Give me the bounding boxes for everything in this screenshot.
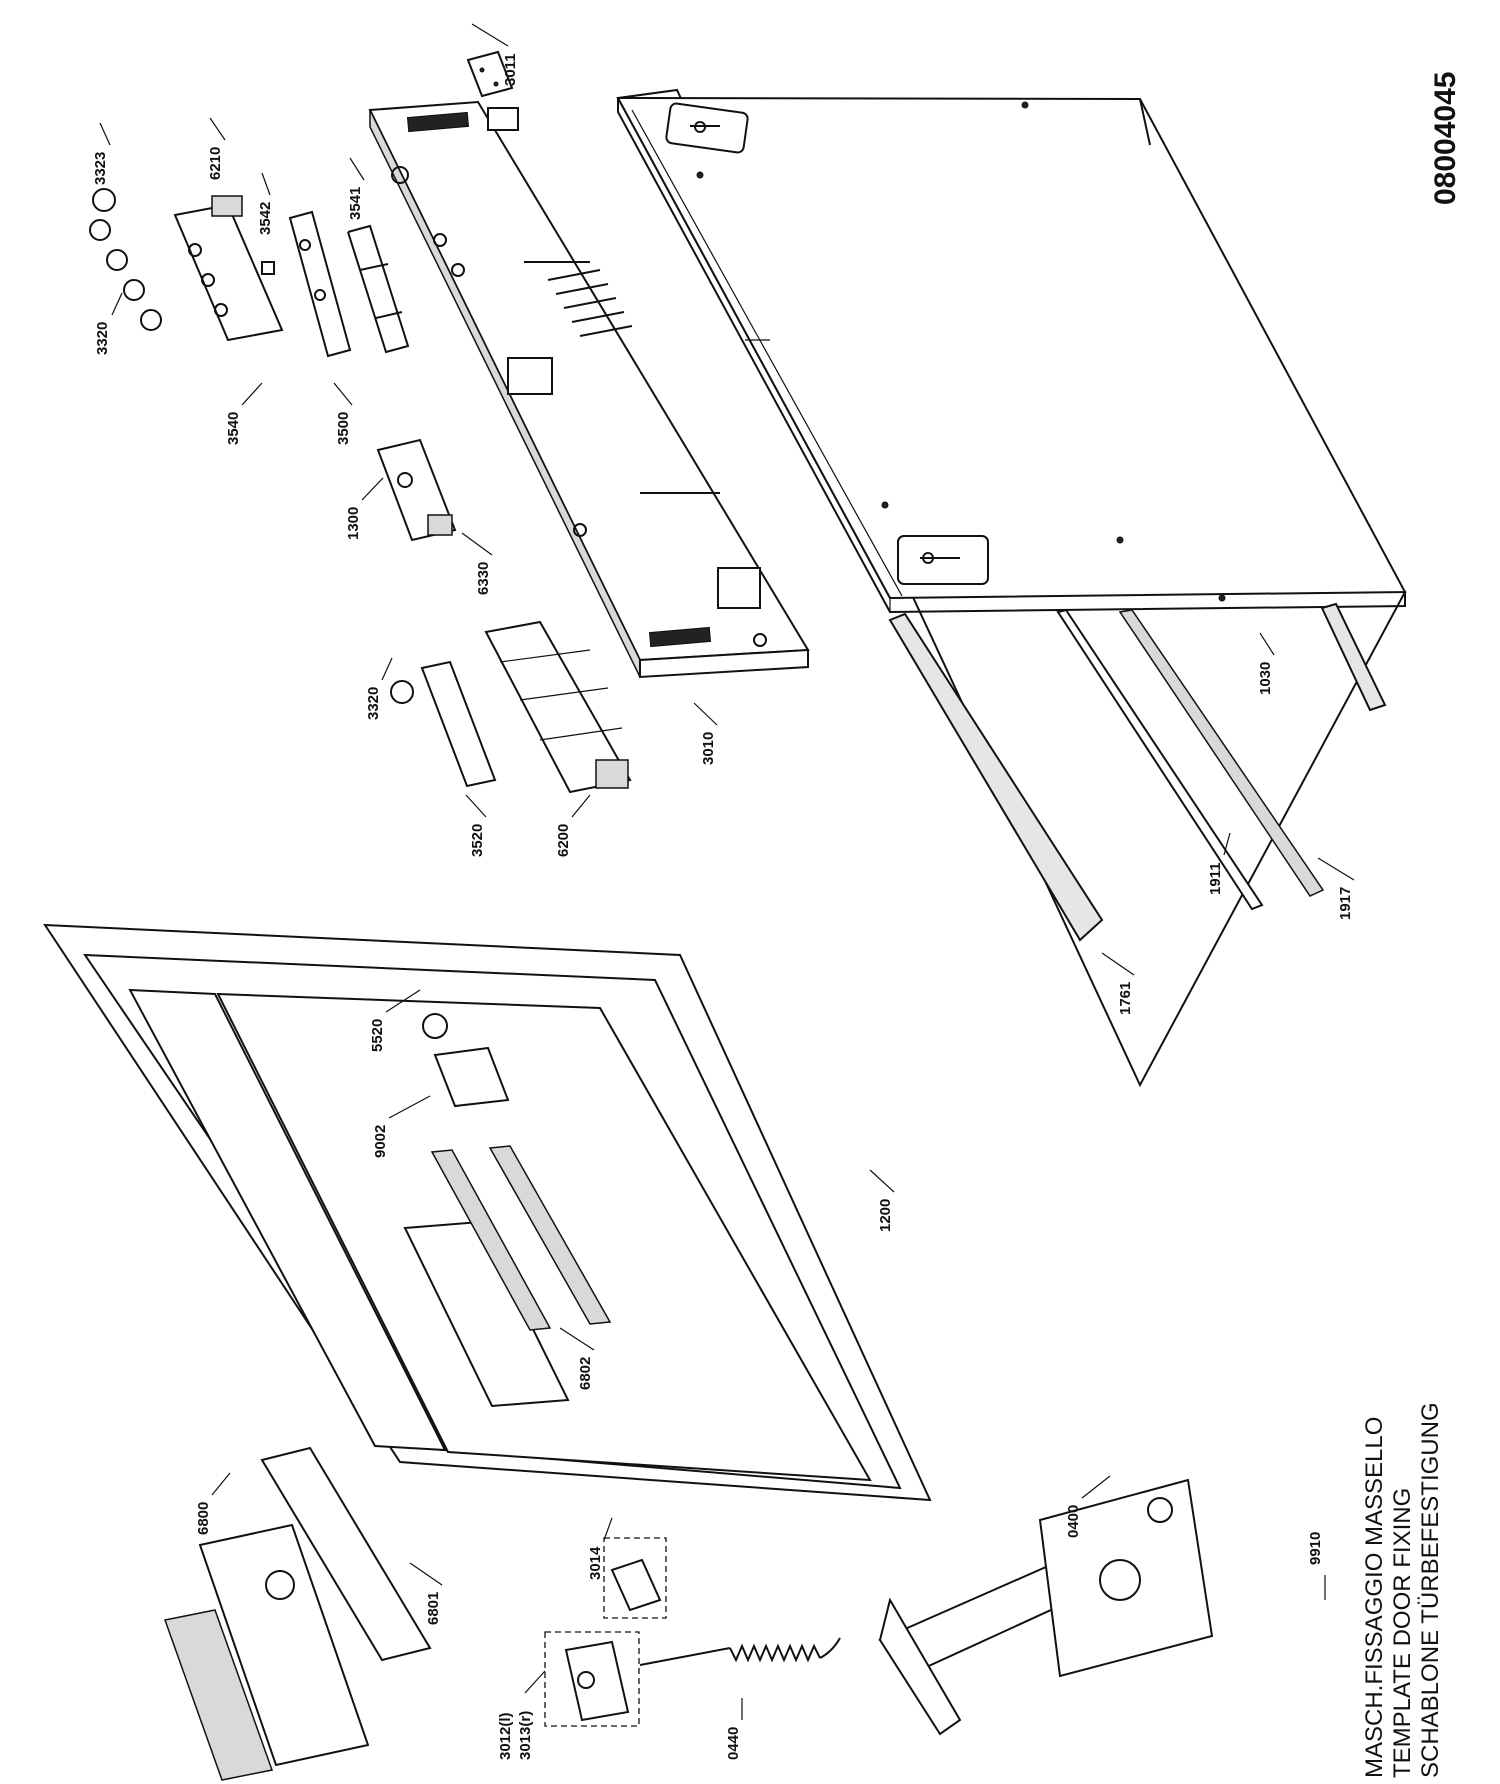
part-label-0440: 0440: [725, 1727, 742, 1760]
part-label-3010: 3010: [700, 732, 717, 765]
lever-3541: [347, 224, 410, 354]
leader-line-6800: [211, 1472, 231, 1496]
part-label-3500: 3500: [335, 412, 352, 445]
small-part-3542: [261, 261, 275, 275]
switch-board-3500: [288, 210, 352, 358]
part-label-0400: 0400: [1065, 1505, 1082, 1538]
rail-1911: [1056, 608, 1264, 911]
spring-0440: [639, 1637, 841, 1666]
part-label-9002: 9002: [372, 1125, 389, 1158]
leader-line-3013: [524, 1670, 546, 1694]
part-label-3323: 3323: [92, 152, 109, 185]
leader-line-5520: [385, 989, 421, 1013]
leader-line-6200: [571, 794, 591, 818]
part-labels: 3011 3323 6210 3542 3541 3320 3540 3500 1300 6330…: [92, 23, 1355, 1760]
part-label-6802: 6802: [577, 1357, 594, 1390]
part-label-3320b: 3320: [365, 687, 382, 720]
leader-line-6330: [461, 532, 493, 556]
dispenser-gasket-6801: [260, 1446, 432, 1662]
part-label-5520: 5520: [369, 1019, 386, 1052]
part-label-1917: 1917: [1337, 887, 1354, 920]
part-label-1030: 1030: [1257, 662, 1274, 695]
caption-line-1: MASCH.FISSAGGIO MASSELLO: [1361, 1417, 1388, 1778]
document-number: 08004045: [1429, 72, 1462, 205]
control-panel-frame: [368, 100, 810, 679]
part-label-3014: 3014: [587, 1546, 604, 1580]
rail-1917: [1118, 609, 1325, 897]
leader-line-1200: [869, 1169, 895, 1193]
leader-line-1917: [1317, 857, 1355, 881]
leader-line-1761: [1101, 952, 1135, 976]
control-unit-6210: [173, 195, 284, 342]
leader-line-3323: [99, 122, 111, 146]
inner-door: [43, 923, 932, 1502]
part-label-3320a: 3320: [94, 322, 111, 355]
part-label-3011: 3011: [502, 53, 519, 86]
foam-strip-1761: [888, 612, 1104, 942]
part-label-1300: 1300: [345, 507, 362, 540]
part-label-6330: 6330: [475, 562, 492, 595]
caption-9910: 9910 MASCH.FISSAGGIO MASSELLO TEMPLATE D…: [1307, 1402, 1444, 1778]
leader-line-6210: [209, 117, 226, 141]
caption-line-2: TEMPLATE DOOR FIXING: [1389, 1488, 1416, 1778]
detergent-dispenser-6800: [164, 1523, 370, 1781]
knob-set: [89, 188, 162, 331]
part-label-6200: 6200: [555, 824, 572, 857]
part-label-1761: 1761: [1117, 982, 1134, 1015]
top-plate: [466, 50, 514, 98]
part-label-6210: 6210: [207, 147, 224, 180]
part-label-1911: 1911: [1207, 862, 1224, 895]
electronic-module-6200: [484, 620, 632, 794]
part-label-3542: 3542: [257, 202, 274, 235]
leader-line-3541: [349, 157, 365, 181]
leader-line-3320b: [381, 657, 393, 681]
leader-line-3500: [333, 382, 353, 406]
leader-line-3542: [261, 172, 271, 196]
part-label-3540: 3540: [225, 412, 242, 445]
leader-line-1030: [1259, 632, 1275, 656]
leader-line-6802: [559, 1327, 595, 1351]
foam-strip-small: [1320, 602, 1387, 712]
leader-line-3010: [693, 702, 718, 726]
leader-line-1911: [1223, 832, 1231, 856]
part-label-3012: 3012(l): [497, 1712, 514, 1760]
leader-line-9002: [388, 1095, 431, 1119]
door-lock-1300: [376, 438, 457, 542]
part-label-1200: 1200: [877, 1199, 894, 1232]
leader-line-1300: [361, 477, 384, 501]
leader-line-3014: [603, 1517, 613, 1541]
leader-line-3520: [465, 794, 487, 818]
panel-vent-slots: [547, 269, 633, 337]
leader-line-3540: [241, 382, 263, 406]
caption-line-3: SCHABLONE TÜRBEFESTIGUNG: [1417, 1402, 1444, 1778]
hinge-cover-3014: [603, 1537, 667, 1619]
leader-line-3011: [471, 23, 509, 47]
leader-line-3320a: [111, 292, 123, 316]
part-label-3541: 3541: [347, 187, 364, 220]
leader-line-6801: [409, 1562, 443, 1586]
part-label-3520: 3520: [469, 824, 486, 857]
part-label-3013: 3013(r): [517, 1711, 534, 1760]
part-label-6801: 6801: [425, 1592, 442, 1625]
part-label-6800: 6800: [195, 1502, 212, 1535]
leader-line-0400: [1081, 1475, 1111, 1499]
hinge-0400: [878, 1478, 1214, 1736]
caption-part-number: 9910: [1307, 1532, 1324, 1565]
hinge-bracket-3012-3013: [544, 1631, 640, 1727]
switch-block-3520: [390, 660, 497, 788]
